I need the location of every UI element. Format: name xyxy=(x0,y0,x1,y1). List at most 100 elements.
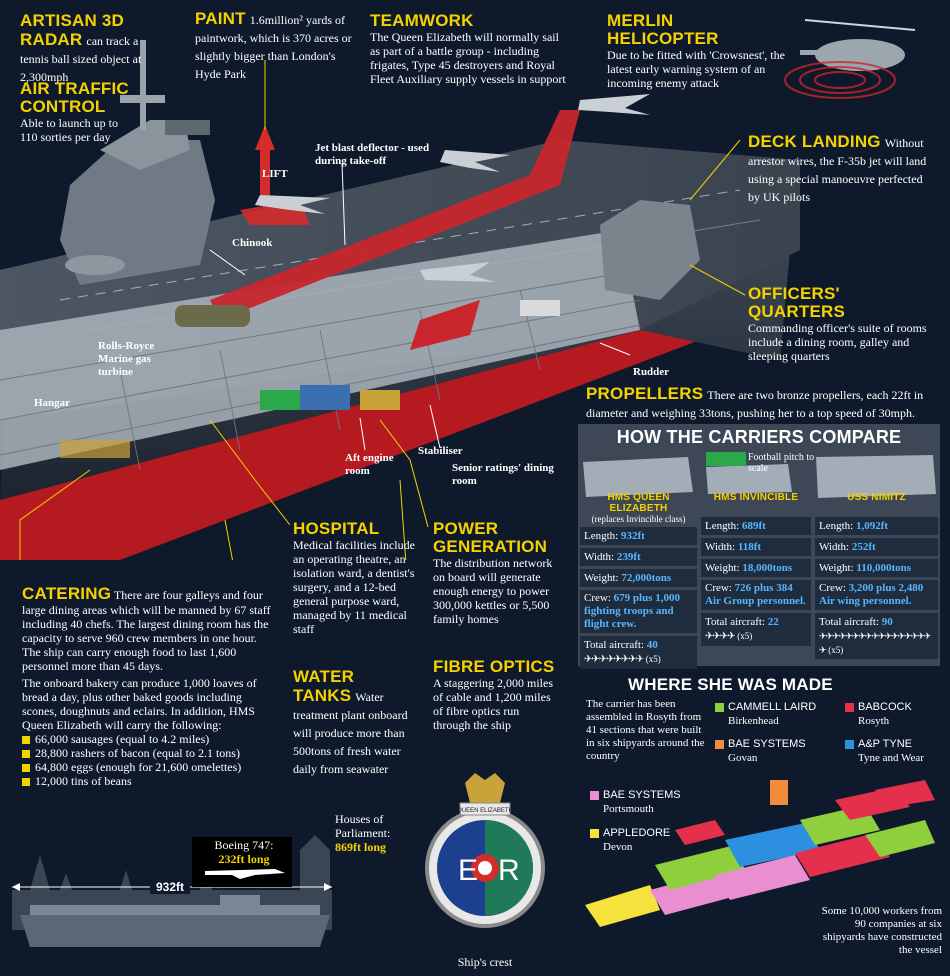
fibre-title: FIBRE OPTICS xyxy=(433,657,555,676)
boeing-label: Boeing 747: xyxy=(214,838,274,852)
paint-text: 1.6million² yards of paintwork, which is… xyxy=(195,13,352,81)
legend-swatch xyxy=(845,702,854,712)
rolls-royce-label: Rolls-Royce Marine gas turbine xyxy=(98,340,155,378)
jet-blast-label: Jet blast deflector - used during take-o… xyxy=(315,142,430,167)
parliament-value: 869ft long xyxy=(335,840,386,854)
hull-sections-illustration xyxy=(585,780,935,927)
paint-block: PAINT 1.6million² yards of paintwork, wh… xyxy=(195,10,355,83)
made-intro: The carrier has been assembled in Rosyth… xyxy=(586,698,705,762)
carrier-name: HMS INVINCIBLE xyxy=(713,492,799,503)
teamwork-title: TEAMWORK xyxy=(370,11,474,30)
legend-swatch xyxy=(715,702,724,712)
water-block: WATER TANKS Water treatment plant onboar… xyxy=(293,668,413,778)
power-block: POWER GENERATION The distribution networ… xyxy=(433,519,563,627)
ship-crest: QUEEN ELIZABETH E R xyxy=(425,773,545,928)
atc-text: Able to launch up to 110 sorties per day xyxy=(20,116,118,144)
senior-dining-label: Senior ratings' dining room xyxy=(452,462,554,487)
aircraft-icons: ✈✈✈✈✈✈✈✈✈✈✈✈✈✈✈✈✈✈ xyxy=(819,631,931,655)
yard-bae-portsmouth: BAE SYSTEMS Portsmouth xyxy=(590,788,710,816)
radar-block: ARTISAN 3D RADAR can track a tennis ball… xyxy=(20,12,145,86)
rudder-label: Rudder xyxy=(633,366,670,378)
propellers-block: PROPELLERS There are two bronze propelle… xyxy=(586,385,941,422)
bullet-icon xyxy=(22,764,30,773)
officers-text: Commanding officer's suite of rooms incl… xyxy=(748,321,927,363)
carrier-name: HMS QUEEN ELIZABETH xyxy=(607,492,670,514)
catering-item: 66,000 sausages (equal to 4.2 miles) xyxy=(22,732,272,746)
propellers-title: PROPELLERS xyxy=(586,384,704,403)
atc-block: AIR TRAFFIC CONTROL Able to launch up to… xyxy=(20,79,135,145)
legend-swatch xyxy=(590,790,599,800)
crest-ribbon: QUEEN ELIZABETH xyxy=(457,808,513,814)
aft-engine-label: Aft engine room xyxy=(345,452,394,477)
catering-p2: The ship can carry enough food to last 1… xyxy=(22,645,237,673)
yard-ap-tyne: A&P TYNE Tyne and Wear xyxy=(845,737,945,765)
hospital-title: HOSPITAL xyxy=(293,519,380,538)
made-title: WHERE SHE WAS MADE xyxy=(628,675,833,694)
workers-text: Some 10,000 workers from 90 companies at… xyxy=(821,905,942,956)
stabiliser-label: Stabiliser xyxy=(418,445,463,457)
paint-title: PAINT xyxy=(195,9,246,28)
catering-item: 28,800 rashers of bacon (equal to 2.1 to… xyxy=(22,746,272,760)
scale-illustration xyxy=(12,835,332,947)
officers-title: OFFICERS' QUARTERS xyxy=(748,284,845,321)
fibre-text: A staggering 2,000 miles of cable and 1,… xyxy=(433,676,553,732)
yard-bae-govan: BAE SYSTEMS Govan xyxy=(715,737,835,765)
water-text: Water treatment plant onboard will produ… xyxy=(293,690,408,776)
legend-swatch xyxy=(715,739,724,749)
hospital-text: Medical facilities include an operating … xyxy=(293,538,415,636)
yard-appledore: APPLEDORE Devon xyxy=(590,826,710,854)
merlin-block: MERLIN HELICOPTER Due to be fitted with … xyxy=(607,11,787,91)
radar-title: ARTISAN 3D RADAR xyxy=(20,11,125,49)
catering-item: 12,000 tins of beans xyxy=(22,774,272,788)
deck-landing-title: DECK LANDING xyxy=(748,132,881,151)
deck-landing-block: DECK LANDING Without arrestor wires, the… xyxy=(748,133,933,206)
carrier-silhouettes xyxy=(583,452,936,498)
parliament-label: Houses of Parliament: xyxy=(335,812,391,840)
crest-letter-r: R xyxy=(498,854,520,887)
bullet-icon xyxy=(22,736,30,745)
catering-block: CATERING There are four galleys and four… xyxy=(22,585,272,788)
atc-title: AIR TRAFFIC CONTROL xyxy=(20,79,129,116)
compare-title: HOW THE CARRIERS COMPARE xyxy=(616,427,902,447)
fibre-block: FIBRE OPTICS A staggering 2,000 miles of… xyxy=(433,657,558,733)
officers-block: OFFICERS' QUARTERS Commanding officer's … xyxy=(748,284,933,364)
football-label: Football pitch to scale xyxy=(748,452,815,474)
deck-landing-text: Without arrestor wires, the F-35b jet wi… xyxy=(748,136,927,204)
carrier-note: (replaces Invincible class) xyxy=(591,514,686,524)
compare-panel: HOW THE CARRIERS COMPARE Football pitch … xyxy=(578,424,940,669)
ship-length-label: 932ft xyxy=(150,880,191,894)
power-title: POWER GENERATION xyxy=(433,519,548,556)
bullet-icon xyxy=(22,750,30,759)
teamwork-text: The Queen Elizabeth will normally sail a… xyxy=(370,30,566,86)
crest-letter-e: E xyxy=(458,854,478,887)
hospital-block: HOSPITAL Medical facilities include an o… xyxy=(293,519,418,637)
legend-swatch xyxy=(590,828,599,838)
catering-title: CATERING xyxy=(22,584,112,603)
radar-text: can track a tennis ball sized object at … xyxy=(20,34,142,84)
chinook-label: Chinook xyxy=(232,237,273,249)
boeing-block: Boeing 747: 232ft long xyxy=(198,838,290,866)
carrier-col-invincible: HMS INVINCIBLE Length: 689ft Width: 118f… xyxy=(701,492,811,646)
crest-label: Ship's crest xyxy=(457,955,513,969)
boeing-value: 232ft long xyxy=(218,852,270,866)
water-title: WATER TANKS xyxy=(293,667,355,705)
yard-cammell-laird: CAMMELL LAIRD Birkenhead xyxy=(715,700,835,728)
merlin-title: MERLIN HELICOPTER xyxy=(607,11,719,48)
catering-p1: There are four galleys and four large di… xyxy=(22,588,271,645)
propellers-text: There are two bronze propellers, each 22… xyxy=(586,388,924,420)
catering-p3: The onboard bakery can produce 1,000 loa… xyxy=(22,676,257,732)
lift-label: LIFT xyxy=(262,168,288,180)
carrier-name: USS NIMITZ xyxy=(847,492,906,503)
teamwork-block: TEAMWORK The Queen Elizabeth will normal… xyxy=(370,11,570,87)
yard-babcock: BABCOCK Rosyth xyxy=(845,700,945,728)
merlin-text: Due to be fitted with 'Crowsnest', the l… xyxy=(607,48,785,90)
legend-swatch xyxy=(845,739,854,749)
power-text: The distribution network on board will g… xyxy=(433,556,553,626)
parliament-block: Houses of Parliament: 869ft long xyxy=(335,812,415,854)
aircraft-icons: ✈✈✈✈✈✈✈✈ xyxy=(584,654,644,665)
carrier-col-nimitz: USS NIMITZ Length: 1,092ft Width: 252ft … xyxy=(815,492,938,659)
carrier-col-queen-elizabeth: HMS QUEEN ELIZABETH (replaces Invincible… xyxy=(580,492,697,669)
catering-item: 64,800 eggs (enough for 21,600 omelettes… xyxy=(22,760,272,774)
ship-illustration xyxy=(0,19,916,560)
hangar-label: Hangar xyxy=(34,397,71,409)
